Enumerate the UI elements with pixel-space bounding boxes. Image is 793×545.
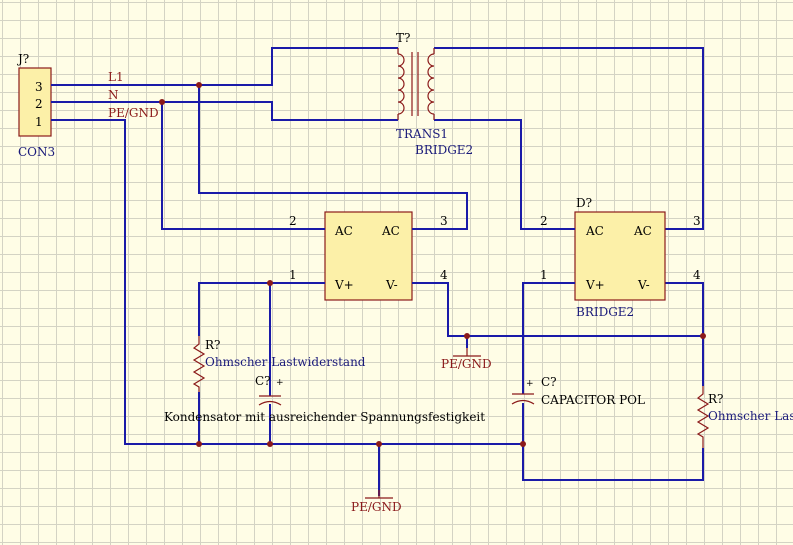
wire-l1-to-bridge1[interactable] [198,85,468,230]
wire-secondary-top[interactable] [434,47,704,230]
bridge2-body [574,211,666,301]
bridge2-pin-4: 4 [693,268,701,282]
bridge1-vminus-label: V- [385,278,398,292]
wire-pe-gnd[interactable] [51,119,523,445]
junction-dot [159,99,165,105]
junction-dot [464,333,470,339]
bridge2-designator: D? [576,196,592,210]
transformer-t[interactable]: T? TRANS1 [396,31,448,141]
bridge1-pin-3: 3 [440,214,448,228]
resistor1[interactable]: R? Ohmscher Lastwiderstand [192,336,366,392]
resistor2[interactable]: R? Ohmscher Las [696,386,793,448]
net-label-l1: L1 [108,70,124,84]
capacitor2-plate-minus [511,399,535,405]
wire-bridge2-vminus[interactable] [665,282,704,386]
capacitor1-comment: Kondensator mit ausreichender Spannungsf… [164,410,485,424]
net-label-pe-gnd: PE/GND [108,106,159,120]
wire-bridge2-return[interactable] [522,403,704,481]
junction-dot [376,441,382,447]
bridge1-ac-right-label: AC [381,224,400,238]
capacitor1[interactable]: C? + Kondensator mit ausreichender Spann… [164,374,485,424]
transformer-designator: T? [396,31,410,45]
junction-dot [520,441,526,447]
capacitor1-plate-minus [258,400,282,406]
bridge1-comment-stray: BRIDGE2 [415,143,473,157]
bridge1-pin-1: 1 [289,268,297,282]
junction-dot [267,280,273,286]
ground-port-2[interactable]: PE/GND [351,490,402,514]
wire-n-to-transformer[interactable] [162,101,398,121]
bridge2-comment: BRIDGE2 [576,305,634,319]
wire-bridge1-vminus[interactable] [420,282,703,337]
bridge2-pin-2: 2 [540,214,548,228]
wire-secondary-bottom[interactable] [434,119,575,230]
connector-comment: CON3 [18,145,55,159]
connector-pin-2: 2 [35,97,43,111]
bridge1-pin-4: 4 [440,268,448,282]
resistor1-designator: R? [205,338,220,352]
capacitor2-comment: CAPACITOR POL [541,393,645,407]
junction-dot [267,441,273,447]
resistor1-comment: Ohmscher Lastwiderstand [205,355,366,369]
connector-pin-1: 1 [35,115,43,129]
wire-l1[interactable] [51,47,398,86]
resistor2-comment: Ohmscher Las [708,409,793,423]
junction-dot [700,333,706,339]
bridge1-vplus-label: V+ [334,278,354,292]
ground-port-1-label: PE/GND [441,357,492,371]
bridge1[interactable]: 2 3 1 4 AC AC V+ V- [289,211,448,301]
capacitor2-plus-sign: + [526,379,534,389]
junction-dot [196,82,202,88]
bridge2-pin-1: 1 [540,268,548,282]
resistor1-zigzag-icon [192,336,206,392]
connector-designator: J? [16,52,29,66]
capacitor1-designator: C? [255,374,271,388]
resistor2-zigzag-icon [696,386,710,448]
bridge1-body [324,211,413,301]
junctions [159,82,706,447]
bridge2-ac-right-label: AC [633,224,652,238]
bridge2-vminus-label: V- [637,278,650,292]
resistor2-designator: R? [708,392,723,406]
ground-port-1[interactable]: PE/GND [441,348,492,371]
bridge2-vplus-label: V+ [585,278,605,292]
capacitor2-designator: C? [541,375,557,389]
transformer-secondary-coil-icon [427,53,435,115]
capacitor2[interactable]: + C? CAPACITOR POL [511,375,645,407]
wire-n-to-bridge1[interactable] [161,102,325,230]
bridge1-ac-left-label: AC [334,224,353,238]
connector-con3[interactable]: J? CON3 3 2 1 [16,52,55,159]
bridge2[interactable]: D? 2 3 1 4 AC AC V+ V- BRIDGE2 [540,196,701,319]
connector-pin-3: 3 [35,80,43,94]
ground-port-2-label: PE/GND [351,500,402,514]
bridge2-pin-3: 3 [693,214,701,228]
capacitor1-plus-sign: + [276,378,284,388]
bridge1-pin-2: 2 [289,214,297,228]
transformer-comment: TRANS1 [396,127,448,141]
junction-dot [196,441,202,447]
net-label-n: N [108,88,119,102]
connector-body [18,67,52,137]
bridge2-ac-left-label: AC [585,224,604,238]
transformer-primary-coil-icon [397,53,405,115]
wire-bridge1-vplus[interactable] [198,282,325,336]
